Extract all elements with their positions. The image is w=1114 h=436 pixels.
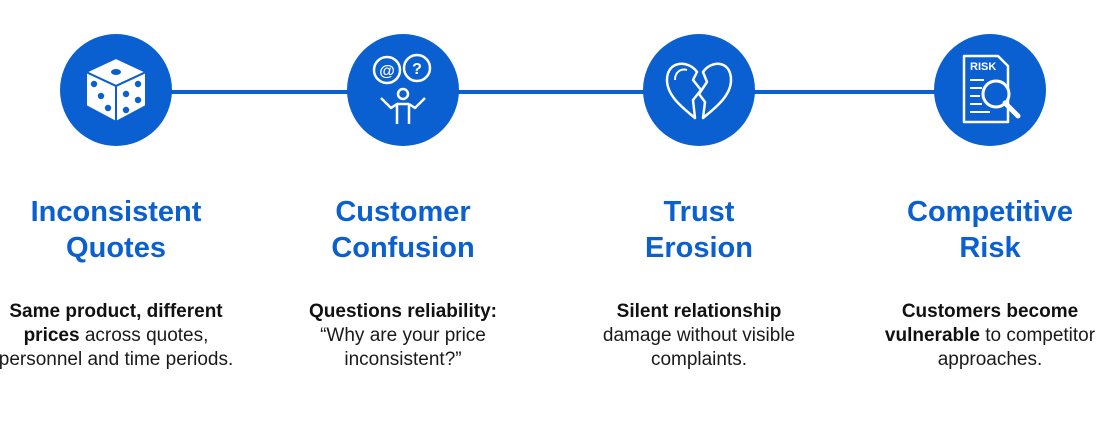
svg-text:@: @ — [379, 63, 395, 80]
step-inconsistent-quotes: Inconsistent Quotes Same product, differ… — [0, 0, 236, 436]
connector-line-3 — [752, 90, 938, 94]
step-icon-circle — [643, 34, 755, 146]
step-icon-circle — [60, 34, 172, 146]
dice-icon — [83, 56, 149, 124]
svg-text:?: ? — [412, 61, 422, 78]
step-icon-circle: @ ? — [347, 34, 459, 146]
svg-text:RISK: RISK — [970, 61, 996, 73]
step-description: Same product, different prices across qu… — [0, 301, 234, 370]
step-title: Trust Erosion — [645, 196, 753, 264]
step-description: Silent relationship damage without visib… — [602, 301, 796, 370]
step-customer-confusion: @ ? Customer Confusion Questions reliabi… — [283, 0, 523, 436]
confused-person-icon: @ ? — [372, 53, 432, 124]
risk-document-icon: RISK — [962, 54, 1021, 124]
connector-line-1 — [168, 90, 350, 94]
step-title: Customer Confusion — [331, 196, 475, 264]
step-icon-circle: RISK — [934, 34, 1046, 146]
step-title: Competitive Risk — [907, 196, 1073, 264]
step-trust-erosion: Trust Erosion Silent relationship damage… — [579, 0, 819, 436]
connector-line-2 — [456, 90, 646, 94]
step-description: Questions reliability: “Why are your pri… — [309, 301, 497, 370]
broken-heart-icon — [665, 62, 733, 120]
step-title: Inconsistent Quotes — [30, 196, 202, 264]
